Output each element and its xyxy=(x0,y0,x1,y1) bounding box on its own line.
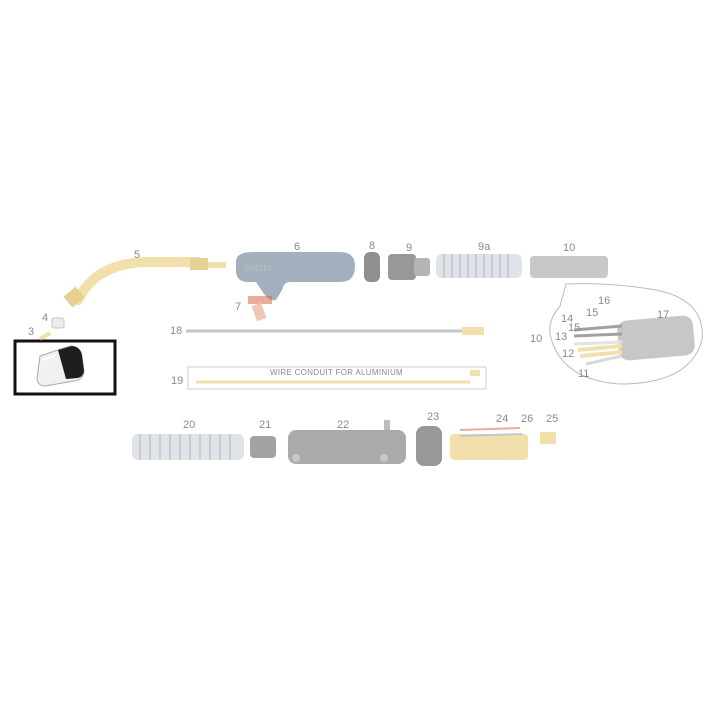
trigger[interactable] xyxy=(248,296,272,322)
connector-spring[interactable] xyxy=(132,434,244,460)
label-10: 10 xyxy=(563,242,575,254)
label-23: 23 xyxy=(427,411,439,423)
contact-tip[interactable] xyxy=(38,331,52,341)
central-connector-nut[interactable] xyxy=(416,426,442,466)
cable-assembly[interactable] xyxy=(530,256,608,278)
ball-joint-nut[interactable] xyxy=(388,254,430,280)
label-17: 17 xyxy=(657,309,669,321)
label-12: 12 xyxy=(562,348,574,360)
label-3: 3 xyxy=(28,326,34,338)
label-5: 5 xyxy=(134,249,140,261)
label-14: 14 xyxy=(561,313,573,325)
swan-neck[interactable] xyxy=(63,257,226,308)
label-22: 22 xyxy=(337,419,349,431)
connector-nut[interactable] xyxy=(250,436,276,458)
label-11: 11 xyxy=(578,368,589,380)
connector-housing[interactable] xyxy=(288,420,406,464)
tip-adapter[interactable] xyxy=(51,317,65,329)
label-4: 4 xyxy=(42,312,48,324)
handle-ring[interactable] xyxy=(364,252,380,282)
conduit-caption: WIRE CONDUIT FOR ALUMINIUM xyxy=(270,368,403,377)
label-10-detail: 10 xyxy=(530,333,542,345)
label-18: 18 xyxy=(170,325,182,337)
label-7: 7 xyxy=(235,301,241,313)
gas-nozzle[interactable] xyxy=(13,339,117,396)
label-26: 26 xyxy=(521,413,533,425)
label-9: 9 xyxy=(406,242,412,254)
label-15-lower: 15 xyxy=(568,322,580,334)
label-16: 16 xyxy=(598,295,610,307)
label-6: 6 xyxy=(294,241,300,253)
selection-frame xyxy=(13,339,117,396)
cable-support-spring[interactable] xyxy=(436,254,522,278)
label-20: 20 xyxy=(183,419,195,431)
label-13: 13 xyxy=(555,331,567,343)
label-21: 21 xyxy=(259,419,271,431)
wire-liner[interactable] xyxy=(186,327,484,335)
central-connector[interactable] xyxy=(450,427,556,460)
label-9a: 9a xyxy=(478,241,491,253)
label-15-upper: 15 xyxy=(586,307,598,319)
aluminium-conduit-box[interactable]: WIRE CONDUIT FOR ALUMINIUM xyxy=(187,366,487,390)
torch-handle[interactable]: BINZEL xyxy=(236,252,355,301)
label-25: 25 xyxy=(546,413,558,425)
label-24: 24 xyxy=(496,413,508,425)
handle-brand-text: BINZEL xyxy=(244,264,274,273)
label-19: 19 xyxy=(171,375,183,387)
label-8: 8 xyxy=(369,240,375,252)
cable-detail-callout xyxy=(549,283,703,385)
